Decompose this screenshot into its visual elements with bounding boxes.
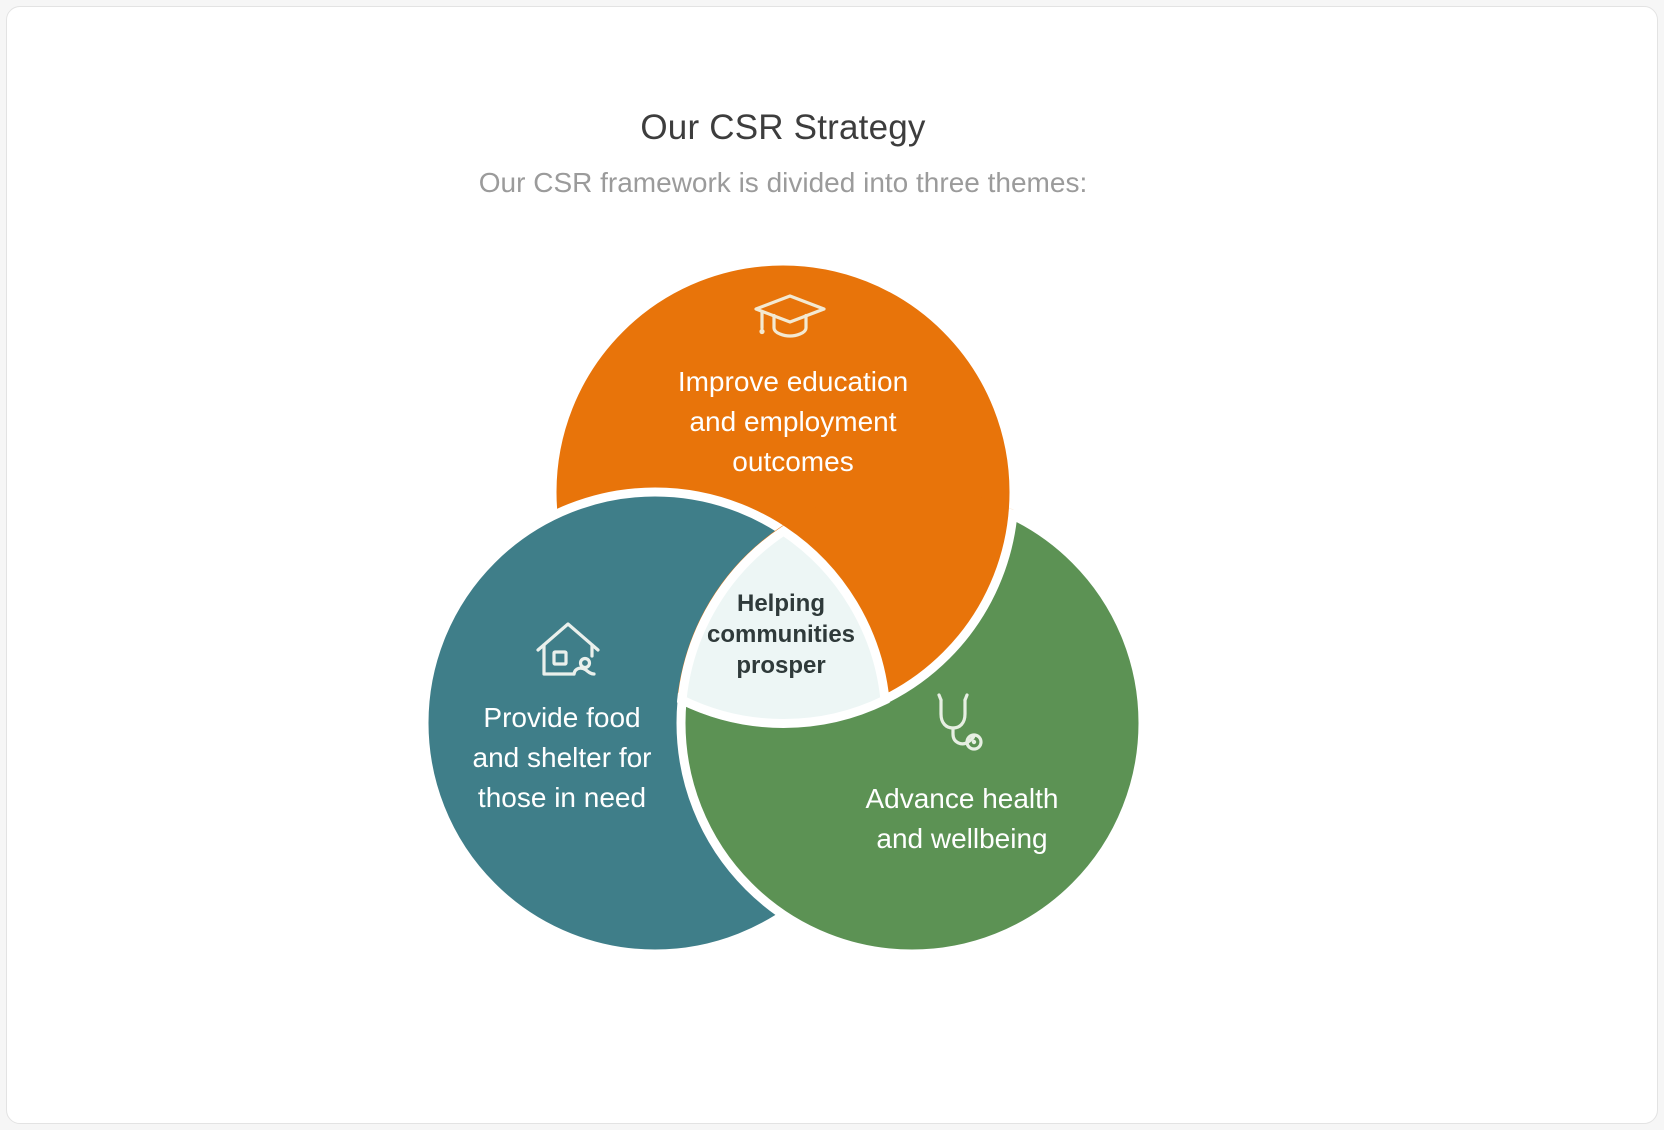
- label-line: and shelter for: [472, 742, 652, 773]
- label-line: those in need: [477, 782, 647, 813]
- label-line: outcomes: [732, 446, 854, 477]
- stethoscope-icon: [937, 693, 983, 751]
- label-line: Improve education: [677, 366, 909, 397]
- house-icon: [536, 622, 600, 676]
- label-line: Provide food: [483, 702, 641, 733]
- label-line: prosper: [736, 652, 826, 679]
- health-label: Advance health and wellbeing: [802, 779, 1122, 859]
- page-title: Our CSR Strategy: [640, 108, 926, 147]
- education-label: Improve education and employment outcome…: [633, 362, 953, 482]
- center-region: [677, 525, 890, 728]
- label-line: Advance health: [865, 783, 1059, 814]
- page-subtitle: Our CSR framework is divided into three …: [478, 167, 1088, 198]
- label-line: and wellbeing: [876, 823, 1048, 854]
- label-line: Helping: [737, 590, 825, 617]
- heading-block: Our CSR Strategy Our CSR framework is di…: [383, 108, 1183, 200]
- label-line: communities: [706, 621, 856, 648]
- food-shelter-label: Provide food and shelter for those in ne…: [402, 698, 722, 818]
- graduation-cap-icon: [754, 294, 826, 338]
- center-label: Helping communities prosper: [671, 588, 891, 681]
- label-line: and employment: [689, 406, 897, 437]
